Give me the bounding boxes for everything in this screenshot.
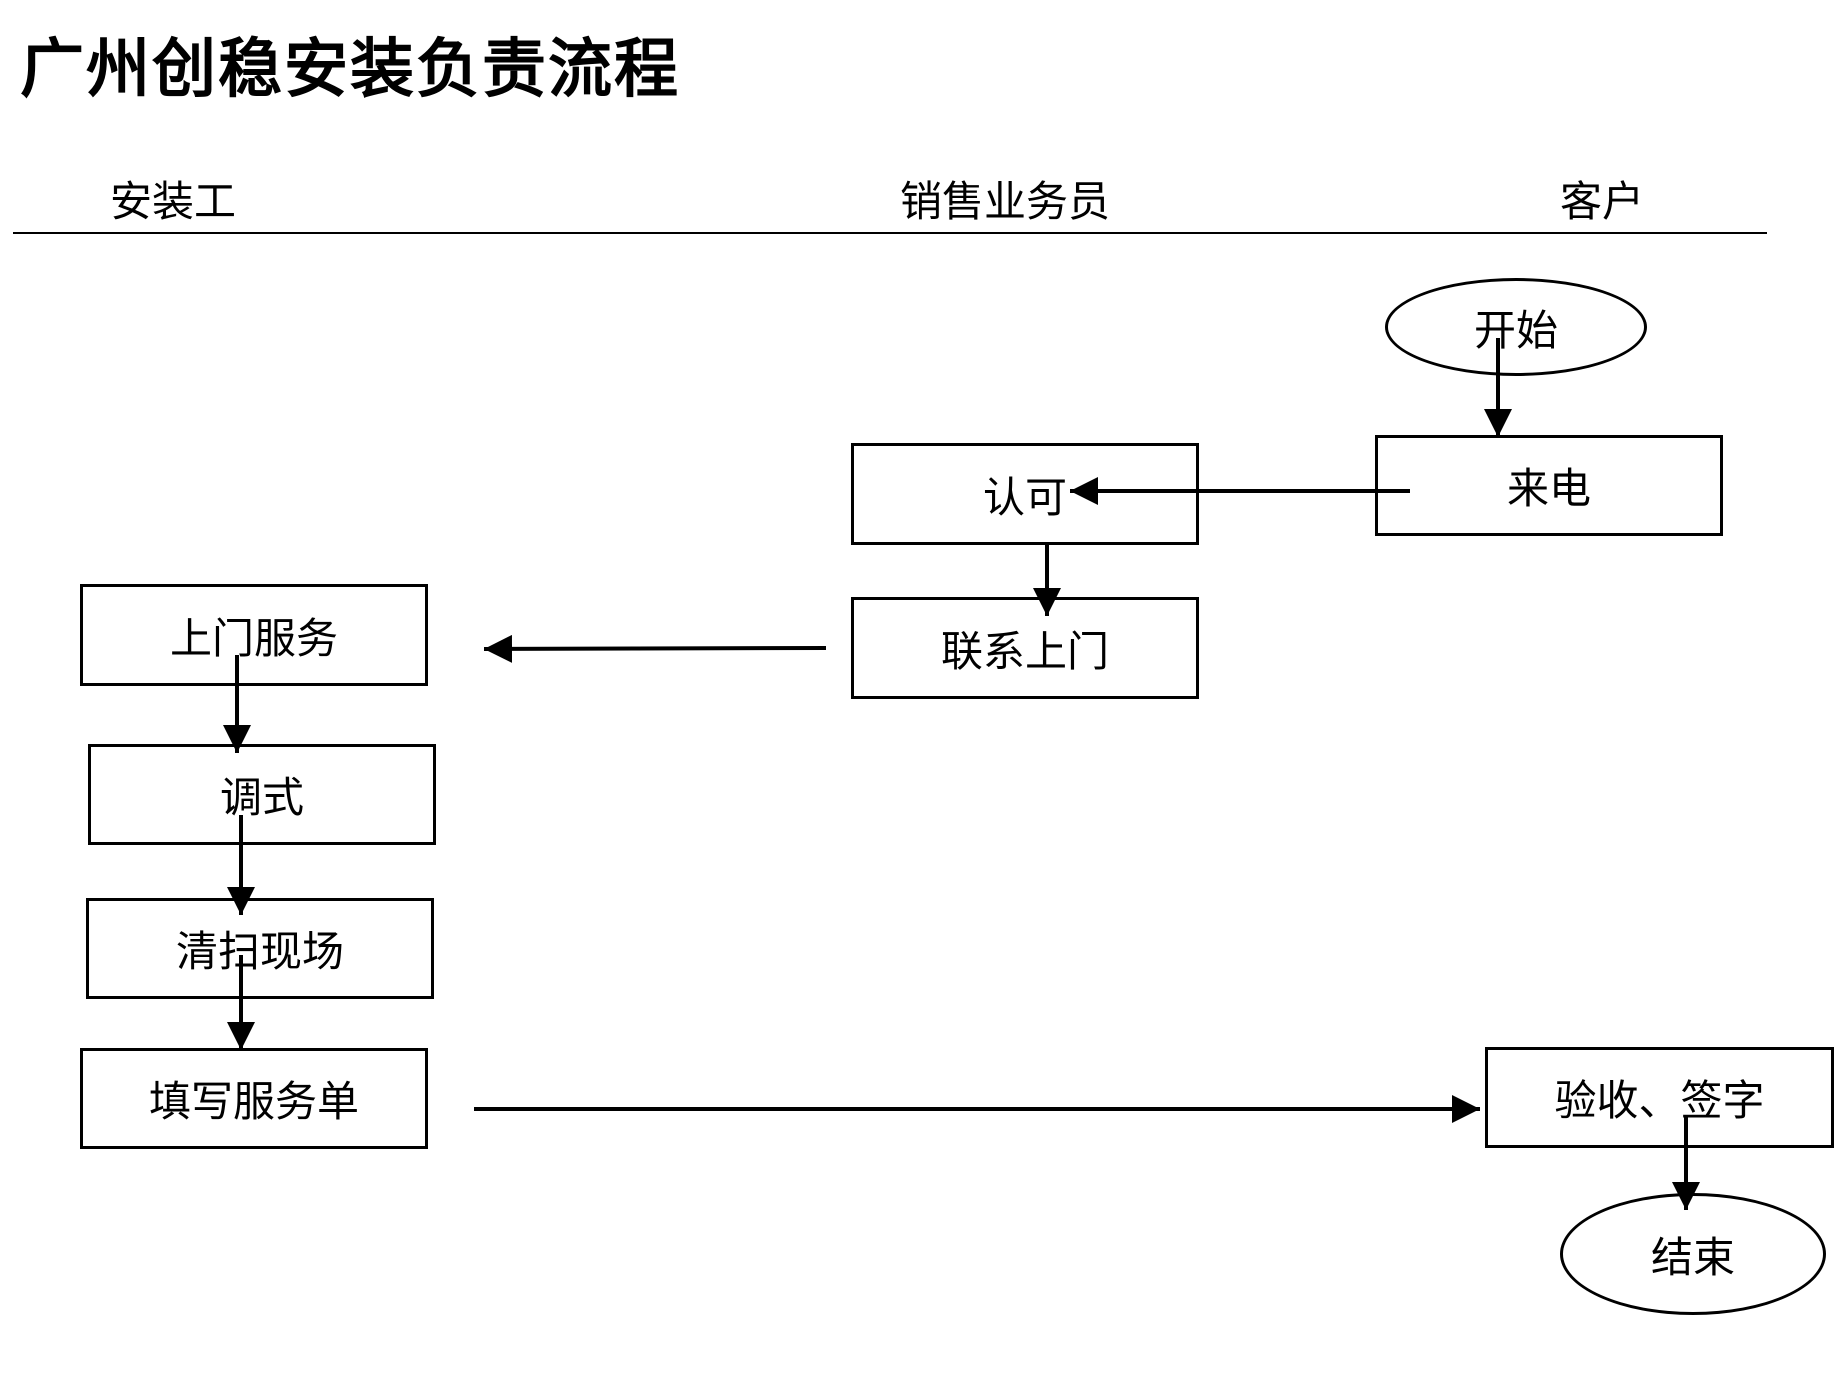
start-node-label: 开始 — [1473, 305, 1558, 355]
page-title: 广州创稳安装负责流程 — [20, 33, 680, 107]
approve-box: 认可 — [851, 443, 1199, 545]
acceptance-sign-box: 验收、签字 — [1485, 1047, 1834, 1148]
debug-box: 调式 — [88, 744, 436, 845]
approve-label: 认可 — [982, 472, 1067, 522]
arrow-contact-to-onsite — [483, 634, 827, 663]
lane-header-sales: 销售业务员 — [900, 177, 1111, 226]
contact-visit-box: 联系上门 — [851, 597, 1199, 699]
debug-label: 调式 — [219, 773, 304, 822]
acceptance-sign-label: 验收、签字 — [1554, 1076, 1765, 1125]
cleanup-site-box: 清扫现场 — [86, 898, 434, 999]
lane-divider — [13, 232, 1767, 234]
incoming-call-label: 来电 — [1506, 464, 1591, 513]
end-node-label: 结束 — [1650, 1232, 1735, 1282]
lane-header-customer: 客户 — [1560, 177, 1645, 226]
fill-service-form-box: 填写服务单 — [80, 1048, 428, 1149]
start-node: 开始 — [1385, 278, 1647, 376]
cleanup-site-label: 清扫现场 — [175, 927, 344, 976]
end-node: 结束 — [1560, 1193, 1826, 1315]
onsite-service-box: 上门服务 — [80, 584, 428, 686]
lane-header-installer: 安装工 — [110, 177, 237, 226]
incoming-call-box: 来电 — [1375, 435, 1723, 536]
onsite-service-label: 上门服务 — [169, 613, 338, 663]
fill-service-form-label: 填写服务单 — [148, 1077, 359, 1126]
contact-visit-label: 联系上门 — [940, 626, 1109, 676]
